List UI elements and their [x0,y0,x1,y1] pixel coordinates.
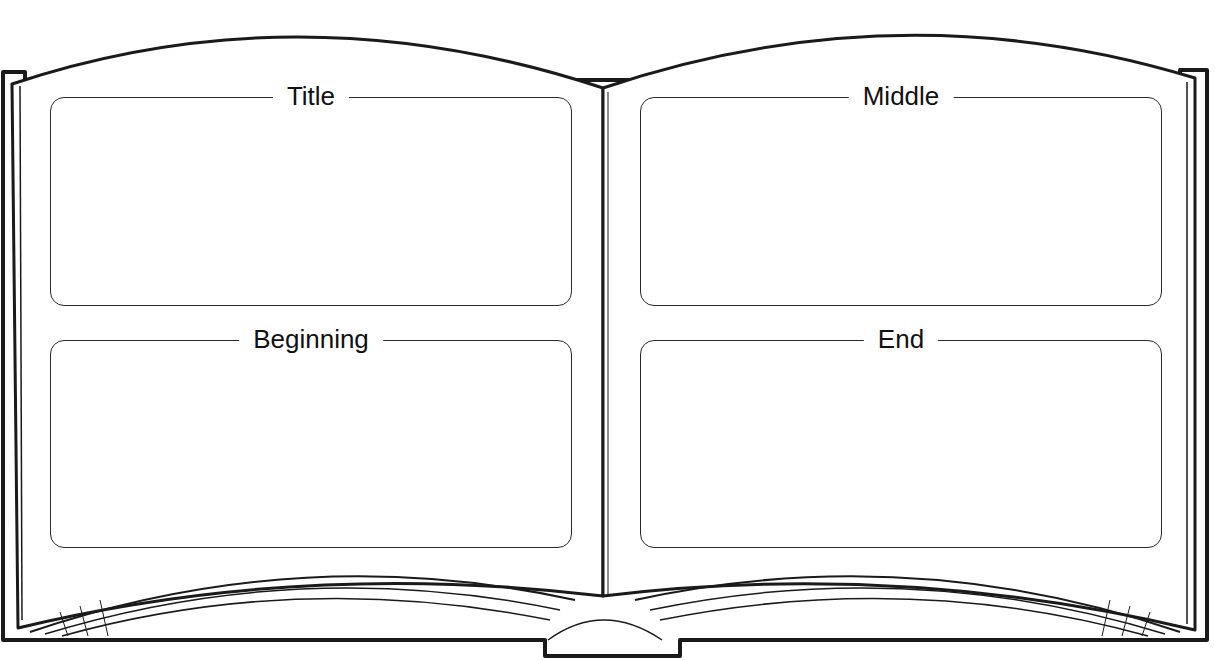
story-section-box: Title [50,97,572,306]
section-heading: End [864,325,938,355]
page-edge [1186,82,1188,624]
story-section-box: Middle [640,97,1162,306]
section-heading: Title [273,82,349,112]
section-heading: Middle [849,82,954,112]
page-edge [20,86,22,620]
page-ticks [1102,600,1150,636]
story-section-box: End [640,340,1162,548]
right-page [603,35,1195,630]
section-heading: Beginning [239,325,383,355]
page-curve [660,598,1148,636]
spine-curve [548,620,662,640]
story-section-box: Beginning [50,340,572,548]
left-page [12,37,603,628]
spine-line [608,92,609,594]
page-curve [650,588,1165,634]
page-curve [62,598,550,636]
page-ticks [60,600,108,636]
page-curve [45,588,560,634]
